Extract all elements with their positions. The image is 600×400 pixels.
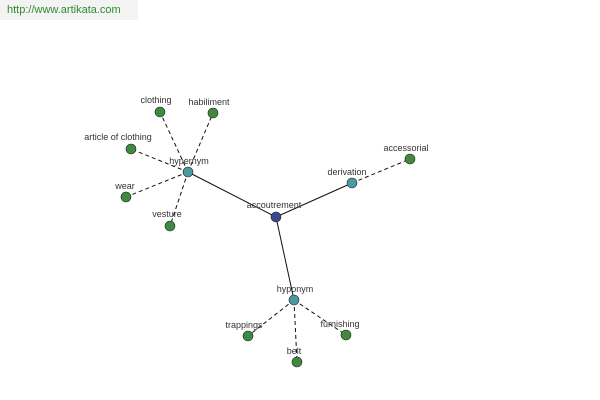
edge-derivation-accessorial — [351, 158, 411, 184]
node-accoutrement[interactable] — [270, 211, 282, 223]
label-hypernym[interactable]: hypernym — [169, 156, 209, 166]
edge-center-derivation — [275, 182, 353, 218]
edge-hyponym-trappings — [247, 299, 295, 337]
node-derivation[interactable] — [346, 177, 358, 189]
label-vesture[interactable]: vesture — [152, 209, 182, 219]
label-furnishing[interactable]: furnishing — [320, 319, 359, 329]
label-hyponym[interactable]: hyponym — [277, 284, 314, 294]
node-vesture[interactable] — [164, 220, 176, 232]
edges — [125, 111, 411, 363]
node-hypernym[interactable] — [182, 166, 194, 178]
node-wear[interactable] — [120, 191, 132, 203]
node-hyponym[interactable] — [288, 294, 300, 306]
nodes — [120, 106, 416, 368]
edge-center-hypernym — [187, 171, 277, 218]
node-habiliment[interactable] — [207, 107, 219, 119]
site-url[interactable]: http://www.artikata.com — [7, 4, 121, 16]
label-accessorial[interactable]: accessorial — [383, 143, 428, 153]
edge-hyponym-furnishing — [293, 299, 347, 336]
node-belt[interactable] — [291, 356, 303, 368]
label-wear[interactable]: wear — [114, 181, 135, 191]
url-bar: http://www.artikata.com — [0, 0, 138, 20]
edge-hypernym-article — [130, 148, 189, 173]
edge-hyponym-belt — [293, 299, 298, 363]
edge-hypernym-habiliment — [187, 112, 214, 173]
label-clothing[interactable]: clothing — [140, 95, 171, 105]
node-article-of-clothing[interactable] — [125, 143, 137, 155]
node-accessorial[interactable] — [404, 153, 416, 165]
label-belt[interactable]: belt — [287, 346, 302, 356]
node-furnishing[interactable] — [340, 329, 352, 341]
edge-center-hyponym — [275, 216, 295, 301]
label-article-of-clothing[interactable]: article of clothing — [84, 132, 152, 142]
labels: accoutrement hypernym derivation hyponym… — [84, 95, 428, 356]
label-trappings[interactable]: trappings — [225, 320, 263, 330]
node-clothing[interactable] — [154, 106, 166, 118]
label-habiliment[interactable]: habiliment — [188, 97, 230, 107]
label-derivation[interactable]: derivation — [327, 167, 366, 177]
edge-hypernym-wear — [125, 171, 189, 198]
edge-hypernym-vesture — [169, 171, 189, 227]
label-accoutrement[interactable]: accoutrement — [247, 200, 302, 210]
node-trappings[interactable] — [242, 330, 254, 342]
